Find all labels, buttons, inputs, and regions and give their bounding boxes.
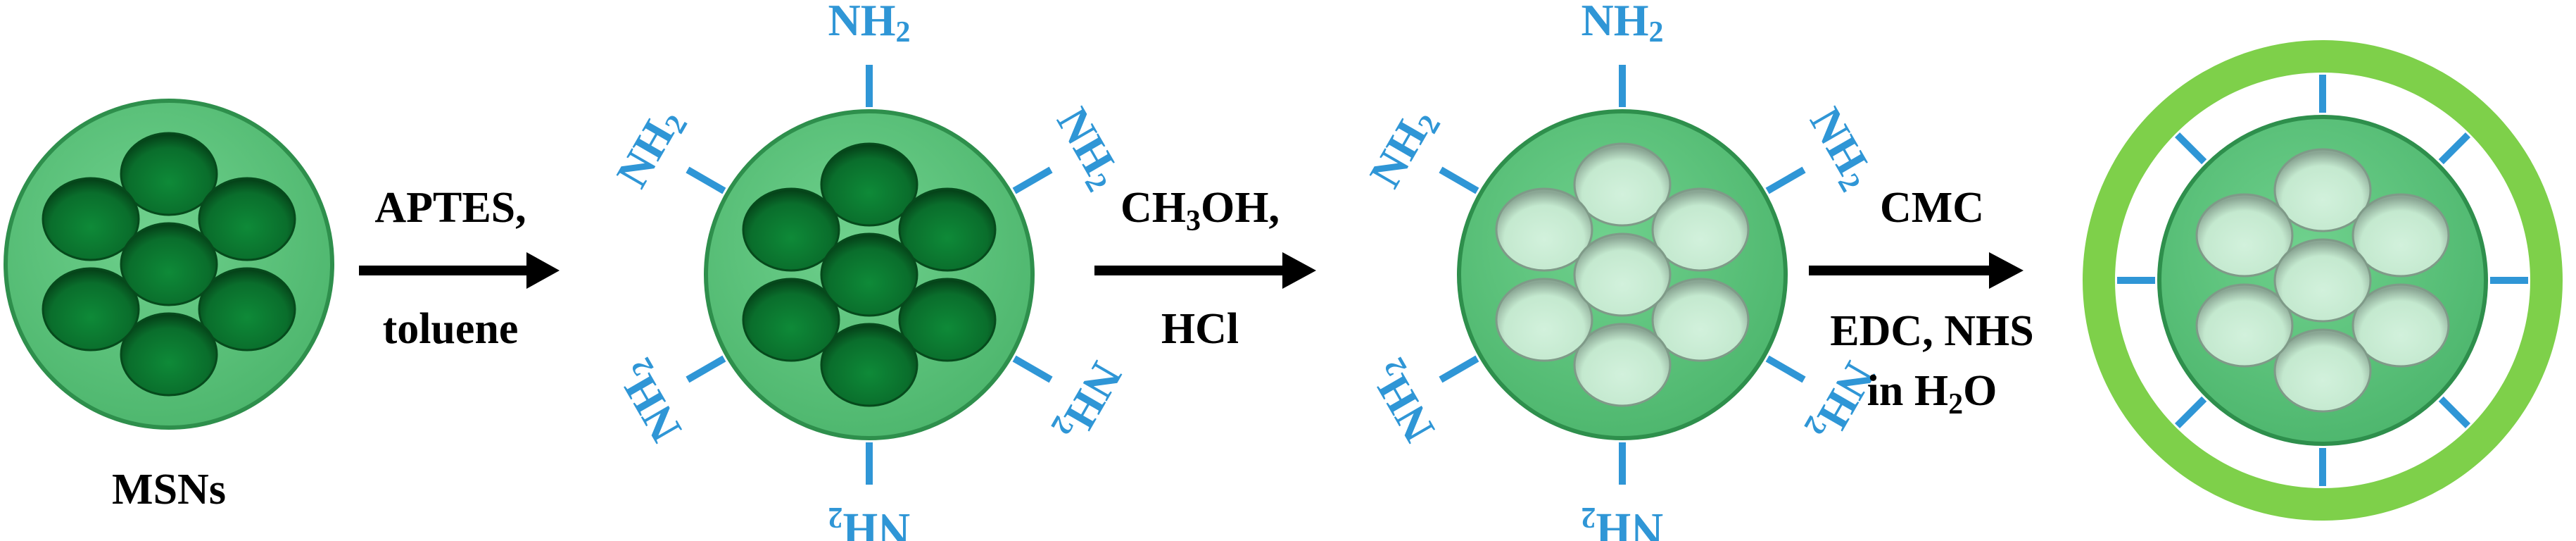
- filled-pore: [742, 187, 840, 272]
- empty-pore: [2273, 148, 2372, 232]
- empty-pore: [2273, 328, 2372, 413]
- amine-linker: [1012, 166, 1053, 194]
- amine-linker: [1439, 355, 1479, 383]
- empty-pore: [2351, 193, 2450, 278]
- amine-label: NH2: [1360, 99, 1447, 197]
- amine-label: NH2: [1798, 99, 1885, 197]
- filled-pore: [198, 267, 296, 352]
- cmc-arc: [2083, 70, 2227, 491]
- amine-label: NH2: [607, 352, 694, 450]
- filled-pore: [120, 222, 218, 306]
- amine-linker: [1765, 166, 1806, 194]
- empty-pore: [1651, 187, 1750, 272]
- empty-pore: [2195, 193, 2294, 278]
- step-1-solvent: toluene: [383, 305, 519, 353]
- step-1-reagent: APTES,: [374, 184, 526, 232]
- filled-pore: [120, 132, 218, 216]
- amine-label: NH2: [1044, 99, 1132, 197]
- step-3-coupling: EDC, NHS: [1830, 307, 2033, 355]
- msn-particle: [4, 99, 334, 430]
- amine-label: NH2: [1044, 352, 1132, 450]
- amine-label: NH2: [828, 501, 911, 541]
- amine-linker: [1765, 355, 1806, 383]
- reaction-arrow-1: [359, 252, 560, 289]
- filled-pore: [742, 278, 840, 362]
- amine-linker: [686, 166, 726, 194]
- cmc-coated-msn: [2157, 115, 2488, 446]
- amide-linker: [2174, 132, 2207, 165]
- step-2-acid: HCl: [1161, 305, 1239, 353]
- step-3-polymer: CMC: [1880, 184, 1984, 232]
- filled-pore: [898, 278, 997, 362]
- filled-pore: [820, 142, 918, 227]
- filled-pore: [898, 187, 997, 272]
- empty-pore: [1573, 323, 1672, 407]
- amine-label: NH2: [607, 99, 694, 197]
- amine-msn-emptied: [1457, 109, 1788, 440]
- amine-label: NH2: [828, 0, 911, 49]
- cmc-shell: [2083, 40, 2563, 521]
- empty-pore: [2195, 283, 2294, 368]
- filled-pore: [820, 323, 918, 407]
- empty-pore: [2273, 238, 2372, 323]
- amine-linker: [686, 355, 726, 383]
- empty-pore: [1573, 232, 1672, 317]
- step-3-medium: in H2O: [1867, 367, 1997, 421]
- amine-label: NH2: [1360, 352, 1447, 450]
- filled-pore: [198, 177, 296, 261]
- amide-linker: [2438, 396, 2471, 429]
- filled-pore: [120, 312, 218, 397]
- empty-pore: [1651, 278, 1750, 362]
- amine-linker: [1439, 166, 1479, 194]
- filled-pore: [42, 267, 140, 352]
- msns-label: MSNs: [112, 466, 226, 514]
- amine-label: NH2: [1581, 0, 1664, 49]
- filled-pore: [820, 232, 918, 317]
- linker-groups: [2117, 75, 2528, 486]
- empty-pore: [2351, 283, 2450, 368]
- empty-pore: [1495, 278, 1593, 362]
- reaction-arrow-3: [1809, 252, 2023, 289]
- step-2-reagent: CH3OH,: [1120, 184, 1280, 237]
- amine-msn-filled: [704, 109, 1035, 440]
- amide-linker: [2174, 396, 2207, 429]
- amine-label: NH2: [1581, 501, 1664, 541]
- empty-pore: [1495, 187, 1593, 272]
- empty-pore: [1573, 142, 1672, 227]
- reaction-arrow-2: [1094, 252, 1316, 289]
- amine-linker: [1012, 355, 1053, 383]
- filled-pore: [42, 177, 140, 261]
- amide-linker: [2438, 132, 2471, 165]
